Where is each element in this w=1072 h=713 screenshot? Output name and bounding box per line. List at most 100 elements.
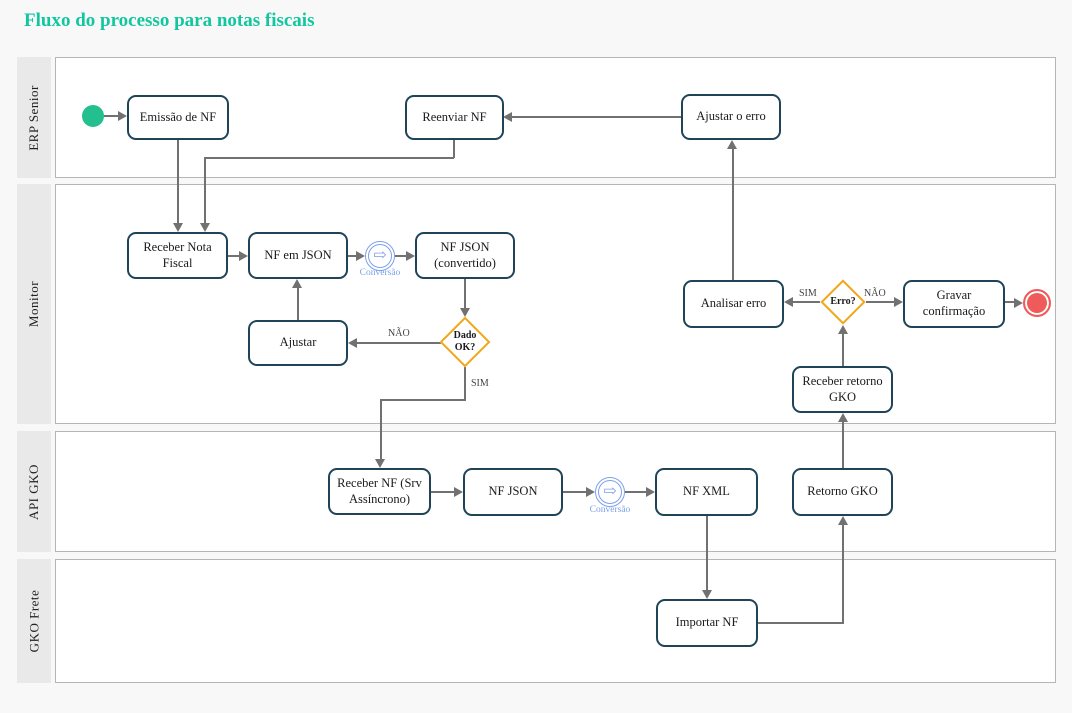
task-receber-nf-srv: Receber NF (Srv Assíncrono)	[328, 468, 431, 515]
arrowhead	[586, 487, 595, 497]
arrowhead	[784, 297, 793, 307]
conversion-arrow-icon: ⇨	[595, 477, 625, 507]
task-retorno-gko: Retorno GKO	[792, 468, 893, 516]
arrowhead	[838, 413, 848, 422]
task-label: Importar NF	[675, 615, 739, 630]
task-label: NF XML	[683, 484, 730, 499]
task-label: NF JSON	[488, 484, 538, 499]
arrowhead	[239, 251, 248, 261]
arrowhead	[356, 251, 365, 261]
connector-segment	[453, 139, 455, 158]
connector-segment	[380, 399, 466, 401]
lane-gko-frete	[55, 559, 1056, 683]
arrowhead	[503, 112, 512, 122]
connector-segment	[842, 334, 844, 366]
diagram-title: Fluxo do processo para notas fiscais	[24, 10, 315, 31]
task-gravar-confirmacao: Gravar confirmação	[903, 280, 1005, 328]
connector-segment	[758, 622, 844, 624]
arrowhead	[460, 308, 470, 317]
arrowhead	[406, 251, 415, 261]
arrowhead	[348, 338, 357, 348]
gateway-label: Erro?	[830, 296, 856, 307]
arrowhead	[702, 590, 712, 599]
connector-segment	[380, 399, 382, 460]
arrowhead	[646, 487, 655, 497]
lane-header-monitor: Monitor	[17, 184, 51, 424]
conversion-label: Conversão	[359, 268, 401, 278]
connector-segment	[228, 255, 240, 257]
connector-segment	[793, 301, 820, 303]
connector-segment	[1005, 301, 1015, 303]
start-event-icon	[82, 105, 104, 127]
task-receber-retorno-gko: Receber retorno GKO	[792, 366, 893, 413]
task-label: NF em JSON	[264, 247, 332, 262]
arrowhead	[838, 325, 848, 334]
connector-segment	[625, 491, 646, 493]
task-label: Gravar confirmação	[922, 288, 986, 318]
connector-segment	[706, 516, 708, 591]
task-nf-em-json: NF em JSON	[248, 232, 348, 279]
task-label: Ajustar o erro	[696, 109, 766, 124]
task-emissao-nf: Emissão de NF	[127, 95, 229, 140]
connector-segment	[104, 115, 119, 117]
arrowhead	[1014, 298, 1023, 308]
connector-segment	[563, 491, 586, 493]
lane-label: API GKO	[26, 463, 41, 520]
connector-segment	[204, 157, 454, 159]
task-importar-nf: Importar NF	[656, 599, 758, 647]
edge-label-nao: NÃO	[388, 328, 410, 339]
task-ajustar: Ajustar	[248, 320, 348, 366]
task-label: Emissão de NF	[139, 109, 217, 124]
conversion-label: Conversão	[589, 505, 631, 515]
connector-segment	[348, 255, 358, 257]
connector-segment	[431, 491, 454, 493]
arrowhead	[118, 111, 127, 121]
connector-segment	[866, 301, 894, 303]
connector-segment	[297, 287, 299, 320]
task-nf-xml: NF XML	[655, 468, 758, 516]
arrowhead	[454, 487, 463, 497]
arrow-glyph-icon: ⇨	[373, 247, 387, 264]
task-ajustar-o-erro: Ajustar o erro	[681, 94, 781, 140]
edge-label-sim: SIM	[799, 288, 817, 299]
arrowhead	[838, 516, 848, 525]
arrowhead	[292, 279, 302, 288]
connector-segment	[177, 140, 179, 225]
arrow-glyph-icon: ⇨	[603, 483, 617, 500]
connector-segment	[464, 367, 466, 401]
connector-segment	[842, 525, 844, 624]
lane-header-api-gko: API GKO	[17, 431, 51, 552]
task-nf-json: NF JSON	[463, 468, 563, 516]
connector-segment	[512, 116, 681, 118]
task-label: NF JSON (convertido)	[434, 239, 496, 270]
task-label: Receber Nota Fiscal	[143, 239, 212, 270]
end-event-icon	[1023, 289, 1051, 317]
task-label: Retorno GKO	[807, 484, 878, 499]
lane-label: ERP Senior	[26, 84, 41, 151]
lane-label: GKO Frete	[26, 589, 42, 653]
connector-segment	[842, 422, 844, 468]
gateway-label: Dado OK?	[453, 330, 477, 353]
task-analisar-erro: Analisar erro	[683, 280, 784, 328]
lane-header-gko-frete: GKO Frete	[17, 559, 51, 683]
connector-segment	[357, 342, 441, 344]
arrowhead	[375, 459, 385, 468]
connector-segment	[732, 149, 734, 280]
task-reenviar-nf: Reenviar NF	[405, 95, 504, 140]
task-label: Ajustar	[279, 335, 317, 350]
task-nf-json-convertido: NF JSON (convertido)	[415, 232, 515, 279]
connector-segment	[464, 279, 466, 309]
arrowhead	[727, 140, 737, 149]
conversion-arrow-icon: ⇨	[365, 241, 395, 271]
connector-segment	[204, 157, 206, 225]
task-label: Reenviar NF	[422, 109, 487, 124]
connector-segment	[395, 255, 407, 257]
edge-label-sim: SIM	[471, 378, 489, 389]
task-receber-nota-fiscal: Receber Nota Fiscal	[127, 232, 228, 279]
arrowhead	[200, 223, 210, 232]
edge-label-nao: NÃO	[864, 288, 886, 299]
arrowhead	[173, 223, 183, 232]
task-label: Receber retorno GKO	[802, 373, 883, 404]
arrowhead	[894, 297, 903, 307]
